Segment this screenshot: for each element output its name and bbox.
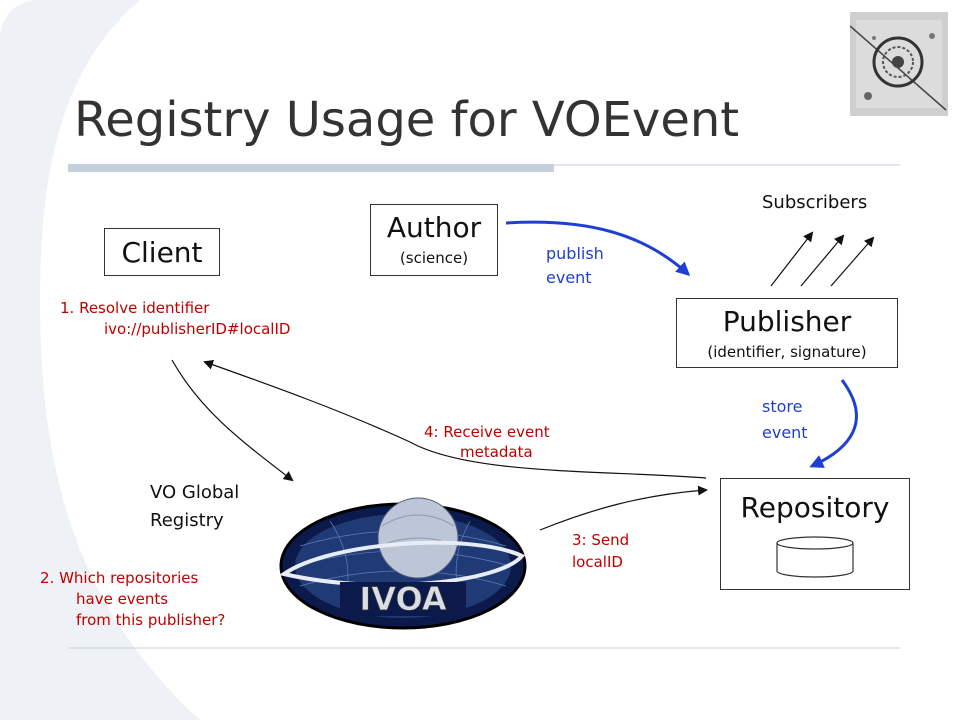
step4-label-line2: metadata <box>460 443 533 461</box>
author-box: Author (science) <box>370 204 498 276</box>
subscribers-label: Subscribers <box>762 192 868 213</box>
receive-metadata-arrow <box>203 359 707 479</box>
step3-label-line1: 3: Send <box>572 531 630 549</box>
subscriber-arrow-1 <box>770 231 814 287</box>
database-icon <box>776 536 854 578</box>
background-curve <box>0 0 200 720</box>
publish-event-arrow <box>505 220 691 277</box>
repository-box: Repository <box>720 478 910 590</box>
step1-label-line2: ivo://publisherID#localID <box>104 320 291 338</box>
ivoa-logo: IVOA <box>270 486 536 634</box>
publish-event-label-line1: publish <box>546 244 604 263</box>
step3-label-line2: localID <box>572 553 623 571</box>
repository-label: Repository <box>740 491 890 524</box>
author-sublabel: (science) <box>399 249 469 267</box>
client-box: Client <box>104 228 220 276</box>
client-label: Client <box>121 236 203 269</box>
step2-label-line3: from this publisher? <box>76 611 226 629</box>
galaxy-image-icon <box>850 12 948 116</box>
store-event-label-line2: event <box>762 423 808 442</box>
publisher-sublabel: (identifier, signature) <box>707 343 867 361</box>
registry-label-line1: VO Global <box>150 482 240 503</box>
author-label: Author <box>386 211 482 244</box>
page-title: Registry Usage for VOEvent <box>74 92 740 148</box>
subscriber-arrow-2 <box>800 234 845 287</box>
publisher-label: Publisher <box>722 305 852 338</box>
publish-event-label-line2: event <box>546 268 592 287</box>
step2-label-line2: have events <box>76 590 169 608</box>
resolve-identifier-arrow <box>171 359 294 482</box>
ivoa-logo-text: IVOA <box>359 580 446 618</box>
store-event-label-line1: store <box>762 397 803 416</box>
registry-label-line2: Registry <box>150 510 224 531</box>
step4-label-line1: 4: Receive event <box>424 423 550 441</box>
publisher-box: Publisher (identifier, signature) <box>676 298 898 368</box>
step2-label-line1: 2. Which repositories <box>40 569 199 587</box>
store-event-arrow <box>809 379 858 468</box>
title-accent-bar <box>68 164 554 172</box>
send-localid-arrow <box>539 485 708 531</box>
subscriber-arrow-3 <box>830 236 875 287</box>
step1-label-line1: 1. Resolve identifier <box>60 299 210 317</box>
